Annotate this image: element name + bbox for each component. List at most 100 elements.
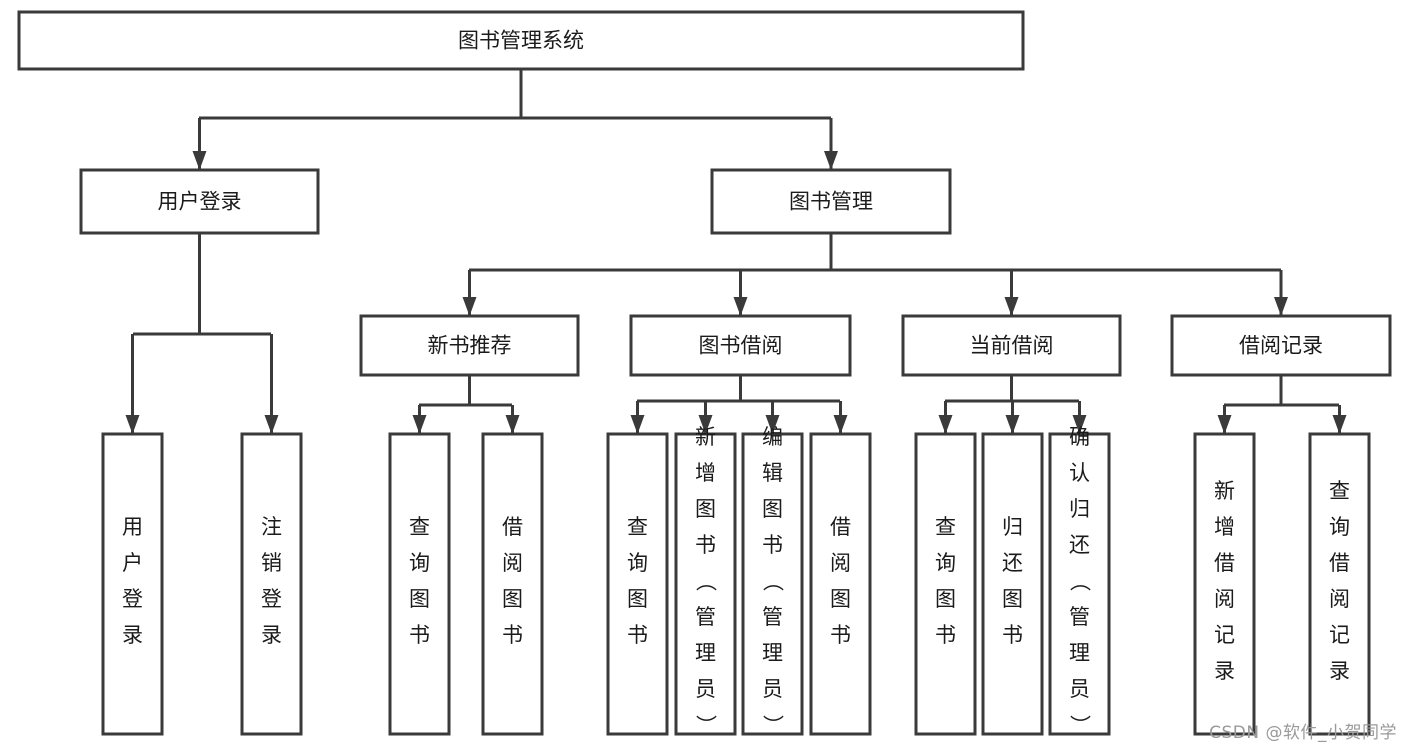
node-label-char: 登 — [261, 587, 282, 611]
node-label-char: 登 — [122, 587, 143, 611]
node-label-char: 记 — [1214, 623, 1235, 647]
arrow-head-icon — [630, 415, 645, 434]
node-label-char: 还 — [1002, 551, 1023, 575]
arrow-head-icon — [1274, 297, 1288, 316]
node-label-char: 询 — [935, 551, 956, 575]
nodes-layer: 图书管理系统用户登录图书管理新书推荐图书借阅当前借阅借阅记录用户登录注销登录查询… — [17, 10, 1392, 736]
node-label-char: 辑 — [762, 461, 783, 485]
node-label-char: 员 — [762, 677, 783, 701]
node-label: 图书管理 — [789, 190, 873, 214]
node-label-char: ） — [1068, 715, 1092, 736]
node-label-char: 询 — [627, 551, 648, 575]
node-leaf-user-login[interactable]: 用户登录 — [101, 432, 164, 736]
arrow-head-icon — [1004, 297, 1019, 316]
node-user-login[interactable]: 用户登录 — [79, 168, 320, 235]
node-label-char: 户 — [122, 551, 143, 575]
node-label-char: ） — [761, 715, 785, 736]
node-book-manage[interactable]: 图书管理 — [710, 168, 952, 235]
arrow-head-icon — [698, 415, 713, 434]
node-label-char: 录 — [122, 623, 143, 647]
node-label-char: 书 — [830, 623, 851, 647]
arrow-head-icon — [505, 415, 520, 434]
node-label-char: 借 — [502, 515, 523, 539]
arrow-head-icon — [412, 415, 427, 434]
node-label-char: 增 — [1214, 515, 1235, 539]
node-label-char: 新 — [695, 425, 716, 449]
arrow-head-icon — [264, 415, 279, 434]
node-box — [17, 10, 1025, 71]
arrow-head-icon — [1072, 415, 1087, 434]
node-root-book-management-system[interactable]: 图书管理系统 — [17, 10, 1025, 71]
node-label: 用户登录 — [158, 190, 242, 214]
node-label-char: 管 — [1069, 605, 1090, 629]
node-label-char: 销 — [261, 551, 282, 575]
node-borrow-record[interactable]: 借阅记录 — [1170, 314, 1392, 377]
node-label-char: 管 — [762, 605, 783, 629]
arrow-head-icon — [733, 297, 748, 316]
node-label-char: 确 — [1069, 425, 1090, 449]
node-box — [981, 432, 1044, 736]
node-book-borrow[interactable]: 图书借阅 — [629, 314, 852, 377]
node-label-char: 录 — [1329, 659, 1350, 683]
node-current-borrow[interactable]: 当前借阅 — [901, 314, 1122, 377]
node-label-char: 图 — [502, 587, 523, 611]
node-label-char: 理 — [762, 641, 783, 665]
node-label-char: 理 — [695, 641, 716, 665]
node-box — [741, 432, 804, 736]
node-label-char: 阅 — [1329, 587, 1350, 611]
node-label-char: 归 — [1002, 515, 1023, 539]
node-label: 图书借阅 — [699, 334, 783, 358]
node-box — [1308, 432, 1371, 736]
node-label-char: 员 — [1069, 677, 1090, 701]
node-label-char: 增 — [695, 461, 716, 485]
node-box — [629, 314, 852, 377]
node-label: 新书推荐 — [428, 334, 512, 358]
node-label-char: （ — [761, 571, 785, 592]
node-box — [809, 432, 872, 736]
node-label-char: 阅 — [830, 551, 851, 575]
node-box — [674, 432, 737, 736]
node-label-char: 图 — [1002, 587, 1023, 611]
node-label-char: 询 — [409, 551, 430, 575]
node-label-char: 查 — [1329, 479, 1350, 503]
node-label-char: 书 — [502, 623, 523, 647]
node-label-char: 录 — [261, 623, 282, 647]
node-label-char: ） — [694, 715, 718, 736]
arrow-head-icon — [1332, 415, 1347, 434]
arrow-head-icon — [462, 297, 477, 316]
node-label-char: 图 — [935, 587, 956, 611]
node-box — [901, 314, 1122, 377]
node-label-char: 图 — [409, 587, 430, 611]
node-label-char: 借 — [830, 515, 851, 539]
node-label-char: 查 — [935, 515, 956, 539]
node-label-char: 记 — [1329, 623, 1350, 647]
node-label-char: 图 — [830, 587, 851, 611]
node-label-char: （ — [694, 571, 718, 592]
node-label-char: 管 — [695, 605, 716, 629]
node-label-char: 书 — [1002, 623, 1023, 647]
arrow-head-icon — [765, 415, 780, 434]
node-box — [606, 432, 669, 736]
node-new-book-recommend[interactable]: 新书推荐 — [359, 314, 580, 377]
node-label-char: 理 — [1069, 641, 1090, 665]
node-label-char: 借 — [1329, 551, 1350, 575]
node-label-char: 书 — [627, 623, 648, 647]
node-label-char: 书 — [695, 533, 716, 557]
node-label-char: 借 — [1214, 551, 1235, 575]
node-box — [1048, 432, 1111, 736]
node-box — [1170, 314, 1392, 377]
arrow-head-icon — [938, 415, 953, 434]
